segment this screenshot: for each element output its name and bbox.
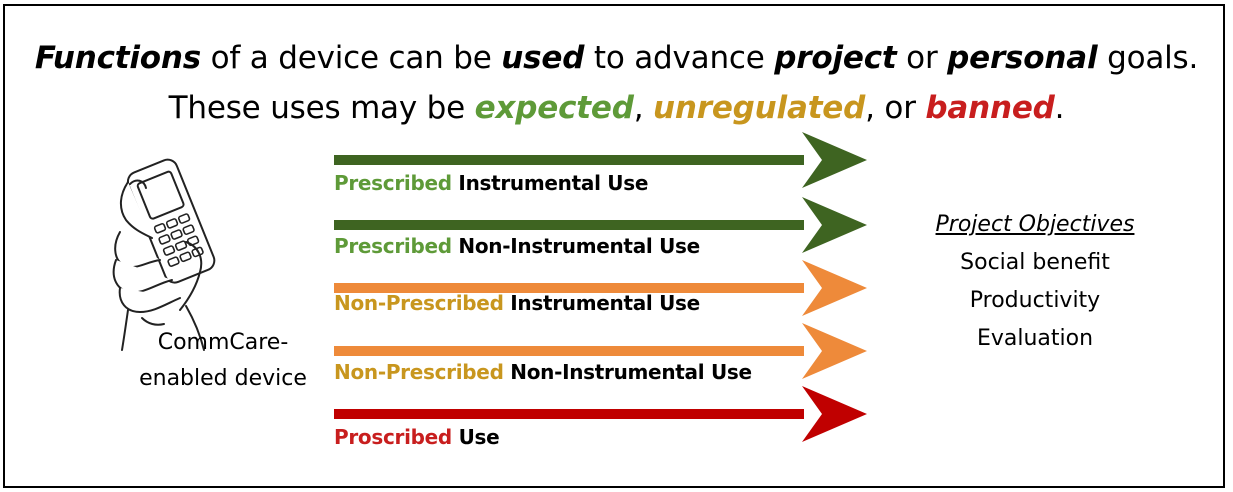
arrow-label-suffix: Instrumental Use (503, 291, 700, 315)
arrow-label-prefix: Non-Prescribed (334, 291, 504, 315)
arrow-label-prefix: Proscribed (334, 425, 452, 449)
objective-item: Social benefit (960, 250, 1110, 275)
arrow-head (802, 323, 867, 379)
arrow-shaft (334, 155, 804, 165)
arrow-label-suffix: Non-Instrumental Use (451, 234, 700, 258)
title2-text-4: . (1054, 90, 1065, 126)
arrow-shaft (334, 346, 804, 356)
title-line-2: These uses may be expected, unregulated,… (0, 90, 1233, 126)
arrow-label-prefix: Non-Prescribed (334, 360, 504, 384)
arrow-label-prefix: Prescribed (334, 234, 452, 258)
title-word-personal: personal (947, 40, 1098, 76)
title-word-project: project (774, 40, 897, 76)
device-label-line-1: CommCare- (157, 330, 289, 355)
arrow-non-prescribed-instrumental (334, 260, 867, 316)
hand-holding-phone-icon (112, 158, 216, 351)
title-word-unregulated: unregulated (653, 90, 866, 126)
title-text-4: goals. (1097, 40, 1199, 76)
arrow-label-prefix: Prescribed (334, 171, 452, 195)
title-line-1: Functions of a device can be used to adv… (0, 40, 1233, 76)
arrow-label-5: Proscribed Use (334, 425, 500, 449)
arrow-label-suffix: Use (451, 425, 500, 449)
objective-item: Evaluation (976, 326, 1094, 351)
title-word-banned: banned (925, 90, 1055, 126)
arrow-prescribed-instrumental (334, 132, 867, 188)
arrow-label-suffix: Instrumental Use (451, 171, 649, 195)
arrow-head (802, 260, 867, 316)
arrow-label-1: Prescribed Instrumental Use (334, 171, 648, 195)
title-word-functions: Functions (34, 40, 202, 76)
title-text-1: of a device can be (201, 40, 502, 76)
arrow-shaft (334, 220, 804, 230)
arrow-label-suffix: Non-Instrumental Use (503, 360, 752, 384)
objectives-title: Project Objectives (935, 212, 1135, 237)
arrow-head (802, 197, 867, 253)
title-word-expected: expected (474, 90, 634, 126)
arrow-proscribed (334, 386, 867, 442)
arrow-shaft (334, 283, 804, 293)
arrow-head (802, 386, 867, 442)
device-label-line-2: enabled device (139, 366, 307, 391)
title2-text-1: These uses may be (168, 90, 475, 126)
arrow-head (802, 132, 867, 188)
title-word-used: used (501, 40, 585, 76)
title2-text-3: , or (865, 90, 926, 126)
project-objectives: Project Objectives Social benefit Produc… (900, 206, 1170, 358)
arrow-prescribed-non-instrumental (334, 197, 867, 253)
arrow-label-2: Prescribed Non-Instrumental Use (334, 234, 700, 258)
arrow-label-3: Non-Prescribed Instrumental Use (334, 291, 700, 315)
title-text-3: or (896, 40, 948, 76)
title2-text-2: , (633, 90, 654, 126)
arrow-non-prescribed-non-instrumental (334, 323, 867, 379)
arrow-label-4: Non-Prescribed Non-Instrumental Use (334, 360, 752, 384)
title-text-2: to advance (584, 40, 775, 76)
objective-item: Productivity (969, 288, 1101, 313)
arrow-shaft (334, 409, 804, 419)
